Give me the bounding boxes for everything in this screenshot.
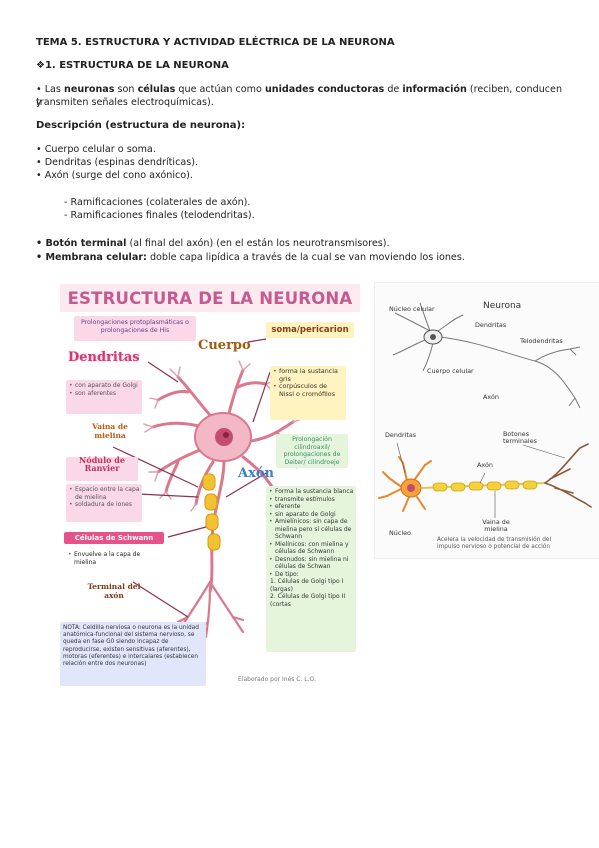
label-telodendritas: Telodendritas	[520, 337, 563, 345]
ranvier-label: Nódulo de Ranvier	[66, 456, 138, 481]
cuerpo-label: Cuerpo	[198, 338, 251, 353]
label-vaina-mielina: Vaina de mielina	[482, 518, 510, 533]
intro-paragraph-line2: transmiten señales electroquímicas).	[36, 97, 214, 108]
neuron-infographic: ESTRUCTURA DE LA NEURONA	[38, 282, 368, 694]
figure-caption: Acelera la velocidad de transmisión del …	[437, 537, 552, 550]
bullet-membrana: • Membrana celular: doble capa lipídica …	[36, 252, 465, 263]
schwann-box: Envuelve a la capa de mielina	[66, 550, 148, 570]
neuron-diagram	[378, 302, 592, 518]
document-title: TEMA 5. ESTRUCTURA Y ACTIVIDAD ELÉCTRICA…	[36, 37, 395, 48]
axon-label: Axón	[238, 466, 274, 481]
label-cuerpo-celular: Cuerpo celular	[427, 367, 474, 375]
bullet-boton-terminal: • Botón terminal (al final del axón) (en…	[36, 238, 390, 249]
vaina-label: Vaina de mielina	[92, 422, 128, 440]
label-dendritas: Dendritas	[475, 321, 507, 329]
nota-box: NOTA: Celdilla nerviosa o neurona es la …	[60, 622, 206, 686]
ranvier-box: Espacio entre la capa de mielinasoldadur…	[66, 484, 142, 522]
sub-ramificaciones-finales: - Ramificaciones finales (telodendritas)…	[64, 210, 255, 221]
bullet-axon: • Axón (surge del cono axónico).	[36, 170, 193, 181]
soma-pericarion-box: soma/pericarion	[266, 322, 354, 338]
label-dendritas-2: Dendritas	[385, 431, 417, 439]
section-heading: ❖1. ESTRUCTURA DE LA NEURONA	[36, 60, 229, 71]
sub-ramificaciones: - Ramificaciones (colaterales de axón).	[64, 197, 251, 208]
label-axon: Axón	[483, 393, 499, 401]
schwann-label: Células de Schwann	[64, 532, 164, 544]
dendritas-box: con aparato de Golgison aferentes	[66, 380, 142, 414]
label-botones-terminales: Botones terminales	[503, 430, 537, 445]
label-axon-2: Axón	[477, 461, 493, 469]
terminal-axon-label: Terminal del axón	[87, 582, 141, 600]
intro-paragraph: • Las neuronas son células que actúan co…	[36, 84, 563, 108]
label-nucleo-celular: Núcleo celular	[389, 305, 435, 313]
label-nucleo: Núcleo	[389, 529, 411, 537]
infographic-title: ESTRUCTURA DE LA NEURONA	[60, 284, 360, 312]
neuron-diagram-figure: Núcleo celular Neurona Dendritas Teloden…	[374, 282, 599, 559]
bullet-soma: • Cuerpo celular o soma.	[36, 144, 156, 155]
cuerpo-box: forma la sustancia griscorpúsculos de Ni…	[270, 366, 346, 420]
dendritas-label: Dendritas	[68, 350, 140, 365]
axon-prolong-box: Prolongación cilindroaxil/ prolongacione…	[276, 434, 348, 468]
prolongaciones-box: Prolongaciones protoplasmáticas o prolon…	[74, 316, 196, 341]
bullet-dendritas: • Dendritas (espinas dendríticas).	[36, 157, 199, 168]
credit-text: Elaborado por Inés C. L.O.	[238, 676, 316, 683]
description-heading: Descripción (estructura de neurona):	[36, 120, 246, 131]
axon-box: Forma la sustancia blanca transmite estí…	[266, 486, 356, 652]
label-neurona: Neurona	[483, 301, 522, 311]
